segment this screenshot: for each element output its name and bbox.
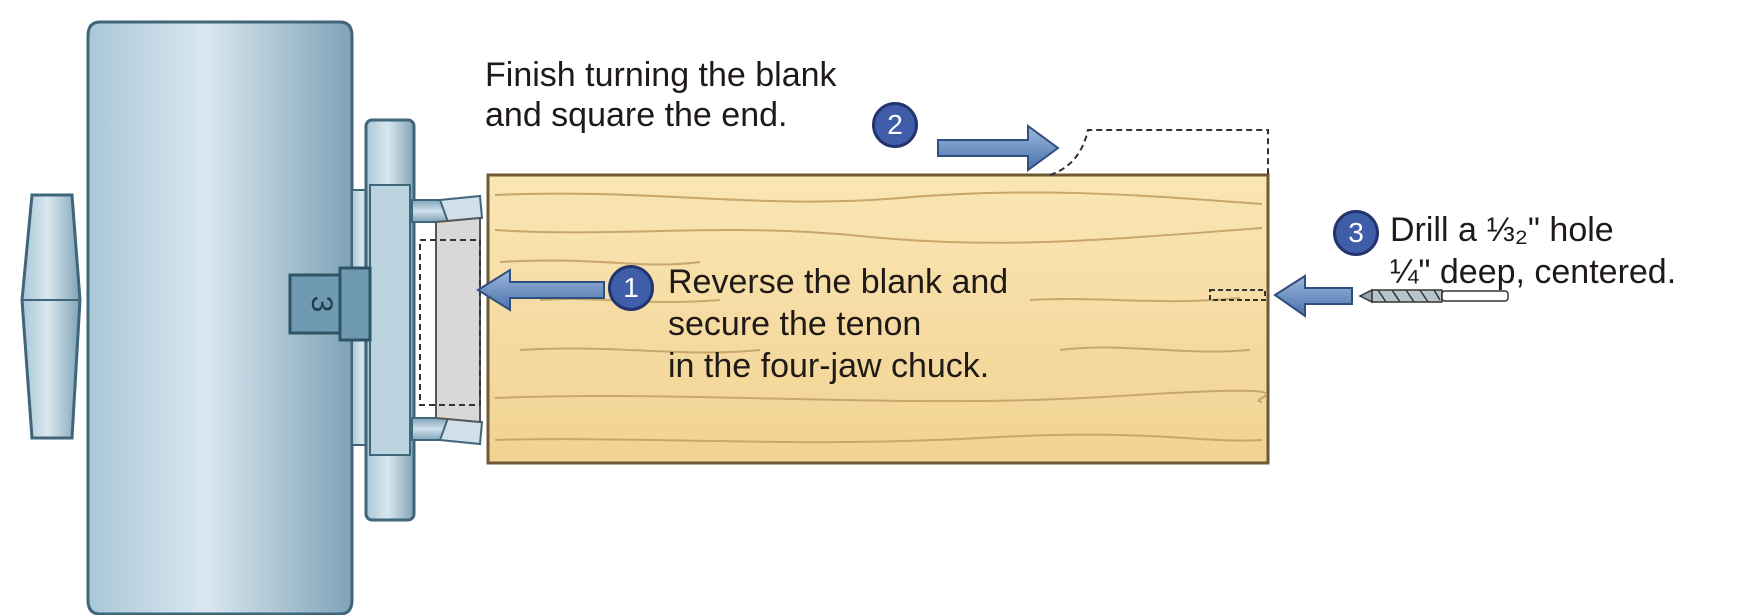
step-3-badge: 3: [1333, 210, 1379, 256]
step-1-line-3: in the four-jaw chuck.: [668, 347, 990, 385]
arrow-step-3: [1273, 274, 1353, 318]
arrow-step-1: [476, 268, 605, 312]
step-2-line-1: Finish turning the blank: [485, 56, 837, 94]
step-2-line-2: and square the end.: [485, 96, 788, 134]
headstock-wheel: [86, 20, 354, 615]
wood-blank: [486, 173, 1270, 465]
chuck-key-label: 3: [305, 296, 338, 313]
step-3-line-1: Drill a ⅓₂" hole: [1390, 211, 1614, 249]
step-3-line-2: ¼" deep, centered.: [1390, 253, 1677, 291]
chuck-jaws: [411, 194, 484, 446]
step-2-badge: 2: [872, 102, 918, 148]
arrow-step-2: [937, 124, 1060, 172]
step-1-line-2: secure the tenon: [668, 305, 922, 343]
step-1-line-1: Reverse the blank and: [668, 263, 1009, 301]
hex-nut: [20, 193, 82, 440]
waste-outline: [1049, 129, 1269, 176]
step-1-badge: 1: [608, 265, 654, 311]
drill-bit: [1358, 288, 1509, 304]
chuck-key: 3: [288, 266, 372, 342]
